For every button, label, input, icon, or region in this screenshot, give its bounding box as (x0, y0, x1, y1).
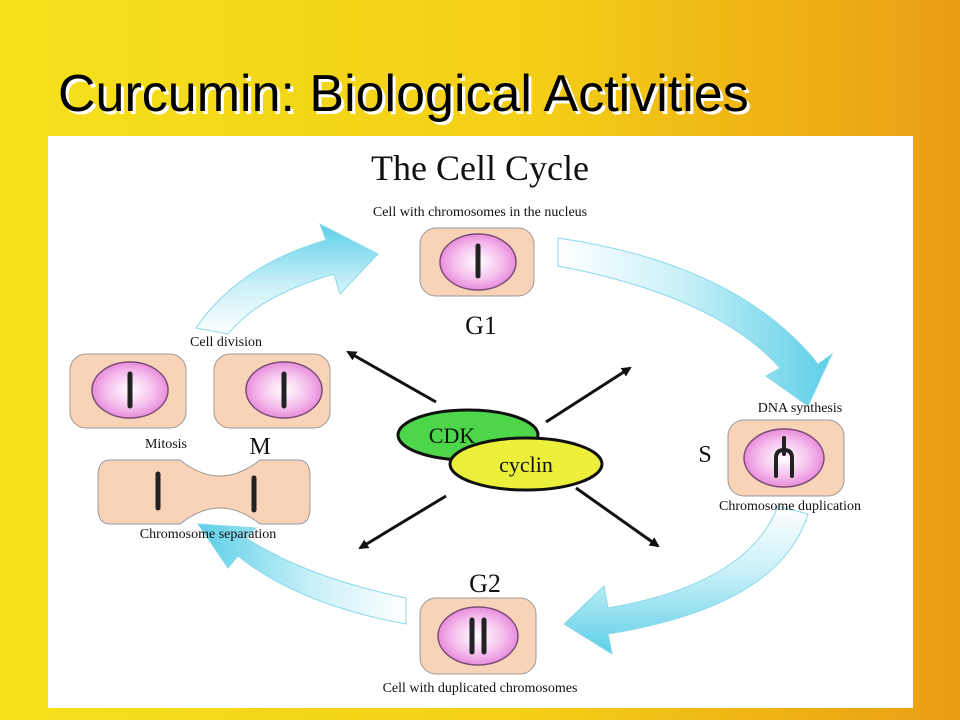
phase-label-m: M (249, 434, 270, 460)
mitosis-label: Mitosis (145, 437, 187, 452)
phase-label-g1: G1 (465, 311, 497, 340)
diagram-title: The Cell Cycle (371, 148, 589, 188)
diagram-subtitle: Cell with chromosomes in the nucleus (373, 205, 587, 220)
cell-cycle-svg: The Cell Cycle Cell with chromosomes in … (69, 148, 861, 696)
separating-cell (97, 459, 311, 525)
daughter-cell-left (69, 353, 187, 429)
daughter-cell-right (213, 353, 331, 429)
cell-cycle-diagram: The Cell Cycle Cell with chromosomes in … (48, 136, 913, 708)
slide-title: Curcumin: Biological Activities (58, 65, 749, 123)
regulator-arrow-nw (346, 350, 437, 404)
arrow-s-to-g2 (563, 505, 809, 656)
cell-g1 (419, 227, 535, 297)
cell-s (727, 419, 845, 497)
arrow-m-to-g1 (195, 222, 379, 335)
dna-synthesis-label: DNA synthesis (758, 401, 842, 416)
chromosome-separation-label: Chromosome separation (140, 527, 276, 542)
regulator-arrow-sw (358, 494, 447, 550)
regulator-arrow-ne (545, 366, 632, 424)
arrow-g2-to-m (197, 523, 407, 625)
arrow-g1-to-s (557, 237, 834, 407)
cell-division-label: Cell division (190, 335, 262, 350)
cdk-label: CDK (429, 423, 476, 448)
phase-label-s: S (698, 442, 711, 468)
phase-label-g2: G2 (469, 569, 501, 598)
regulator-arrow-se (575, 486, 660, 548)
cyclin-label: cyclin (499, 452, 553, 477)
cell-g2 (419, 597, 537, 675)
cyclin-ellipse: cyclin (448, 436, 604, 492)
chromosome-duplication-label: Chromosome duplication (719, 499, 861, 514)
duplicated-chromosomes-label: Cell with duplicated chromosomes (383, 681, 578, 696)
